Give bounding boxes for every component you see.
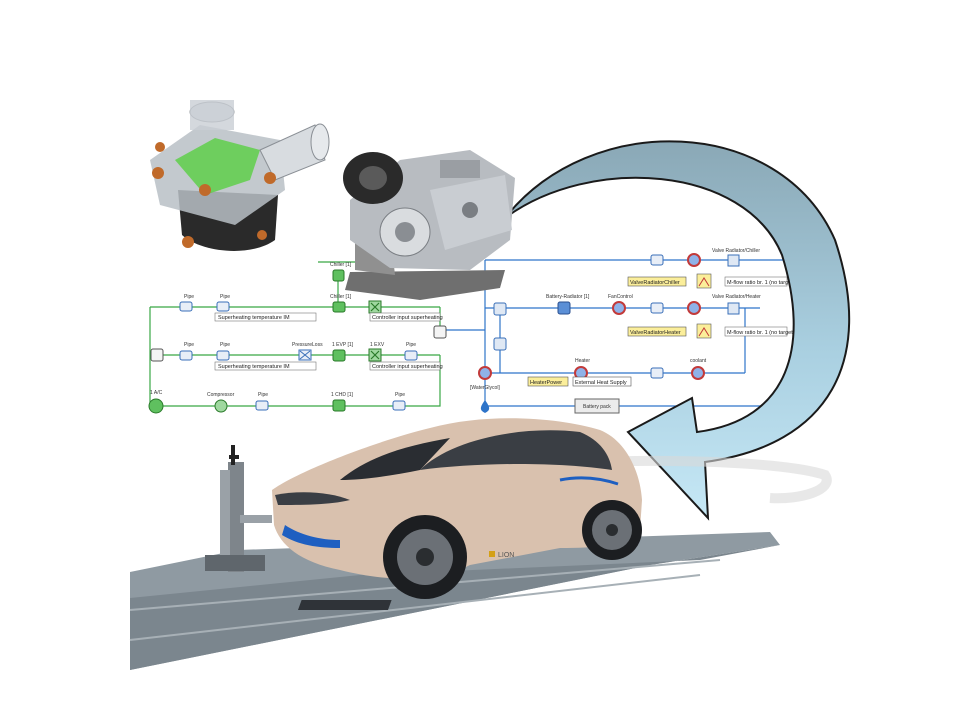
chd-icon bbox=[332, 399, 346, 412]
sensor-icon bbox=[433, 325, 447, 339]
ac-icon bbox=[150, 348, 164, 362]
ac-unit-icon bbox=[148, 398, 164, 414]
pipe-bottom-2-label: Pipe bbox=[395, 392, 405, 398]
fan-control-icon bbox=[612, 301, 626, 315]
pipe-top-1-label: Pipe bbox=[184, 294, 194, 300]
valve-heater-icon bbox=[727, 302, 740, 315]
coolant-pipe-1-icon bbox=[650, 254, 664, 266]
evp-icon bbox=[332, 349, 346, 362]
valve-unit-image bbox=[150, 100, 330, 251]
coolant-pipe-3-icon bbox=[650, 367, 664, 379]
pipe-bottom-icon bbox=[255, 400, 269, 411]
chiller-icon bbox=[332, 301, 346, 313]
pipe-top-1-icon bbox=[179, 301, 193, 312]
car-badge-icon bbox=[489, 551, 495, 557]
car-headlight bbox=[275, 492, 350, 505]
concept-car-image: LION bbox=[272, 418, 642, 599]
chiller-top-icon bbox=[332, 269, 345, 282]
car-windshield bbox=[340, 438, 450, 480]
pipe-top-2-label: Pipe bbox=[220, 294, 230, 300]
controller-2-label: Controller input superheating bbox=[372, 364, 443, 370]
coolant-sensor-icon bbox=[691, 366, 705, 380]
water-glycol-label: [WaterGlycol] bbox=[470, 385, 500, 391]
pipe-top-2-icon bbox=[216, 301, 230, 312]
refrigerant-loop bbox=[149, 261, 441, 407]
coolant-components bbox=[478, 253, 788, 414]
compressor-label: Compressor bbox=[207, 392, 235, 398]
exv-label: 1 EXV bbox=[370, 342, 385, 348]
valve-chiller-input: ValveRadiatorChiller bbox=[630, 280, 680, 286]
battery-radiator-icon bbox=[557, 301, 571, 315]
coolant-pipe-2-icon bbox=[650, 302, 664, 314]
car-roof-window bbox=[420, 430, 612, 470]
coolant-tank-icon bbox=[493, 337, 507, 351]
valve-chiller-icon bbox=[727, 254, 740, 267]
valve-heater-label: Valve Radiator/Heater bbox=[712, 294, 761, 300]
pipe-bottom-2-icon bbox=[392, 400, 406, 411]
valve-chiller-note: M-flow ratio br. 1 (no target spec.) bbox=[727, 280, 809, 286]
electric-motor-image bbox=[343, 150, 515, 300]
pipe-bottom-label: Pipe bbox=[258, 392, 268, 398]
superheat-2-label: Superheating temperature IM bbox=[218, 364, 290, 370]
coolant-junction-icon bbox=[493, 302, 507, 316]
coolant-label: coolant bbox=[690, 358, 707, 364]
front-roller-slot bbox=[297, 600, 392, 610]
valve-chiller-label: Valve Radiator/Chiller bbox=[712, 248, 760, 254]
battery-block-icon bbox=[574, 398, 620, 414]
car-badge-text: LION bbox=[498, 552, 514, 559]
controller-1-label: Controller input superheating bbox=[372, 315, 443, 321]
pipe-mid-3-icon bbox=[404, 350, 418, 361]
pipe-mid-1-label: Pipe bbox=[184, 342, 194, 348]
heater-power-input: HeaterPower bbox=[530, 380, 562, 386]
valve-heater-input: ValveRadiatorHeater bbox=[630, 330, 681, 336]
coolant-pump-1-icon bbox=[687, 253, 701, 267]
pipe-mid-2-icon bbox=[216, 350, 230, 361]
pipe-mid-3-label: Pipe bbox=[406, 342, 416, 348]
valve-heater-note: M-flow ratio br. 1 (no target spec.) bbox=[727, 330, 809, 336]
external-heat-label: External Heat Supply bbox=[575, 380, 627, 386]
coolant-drop-icon bbox=[480, 400, 490, 413]
evp-label: 1 EVP [1] bbox=[332, 342, 354, 348]
chd-label: 1 CHD [1] bbox=[331, 392, 354, 398]
pressure-loss-label: PressureLoss bbox=[292, 342, 323, 348]
superheat-1-label: Superheating temperature IM bbox=[218, 315, 290, 321]
car-front-vent bbox=[282, 525, 340, 548]
coolant-pump-2-icon bbox=[687, 301, 701, 315]
battery-block-label: Battery pack bbox=[583, 404, 611, 410]
schematic-labels: Pipe Pipe Chiller [1] Chiller [1] Superh… bbox=[150, 248, 809, 410]
pipe-mid-1-icon bbox=[179, 350, 193, 361]
car-side-stripe bbox=[559, 476, 619, 486]
refrigerant-info-boxes bbox=[214, 312, 441, 371]
battery-radiator-label: Battery-Radiator [1] bbox=[546, 294, 590, 300]
refrigerant-components bbox=[148, 269, 447, 414]
chiller-label: Chiller [1] bbox=[330, 294, 352, 300]
fan-control-label: FanControl bbox=[608, 294, 633, 300]
chiller-top-label: Chiller [1] bbox=[330, 262, 352, 268]
compressor-icon bbox=[214, 399, 228, 413]
exhaust-probe-stand bbox=[205, 445, 272, 572]
heater-label: Heater bbox=[575, 358, 590, 364]
pipe-mid-2-label: Pipe bbox=[220, 342, 230, 348]
ac-label: 1 A/C bbox=[150, 390, 163, 396]
water-glycol-icon bbox=[478, 366, 492, 380]
